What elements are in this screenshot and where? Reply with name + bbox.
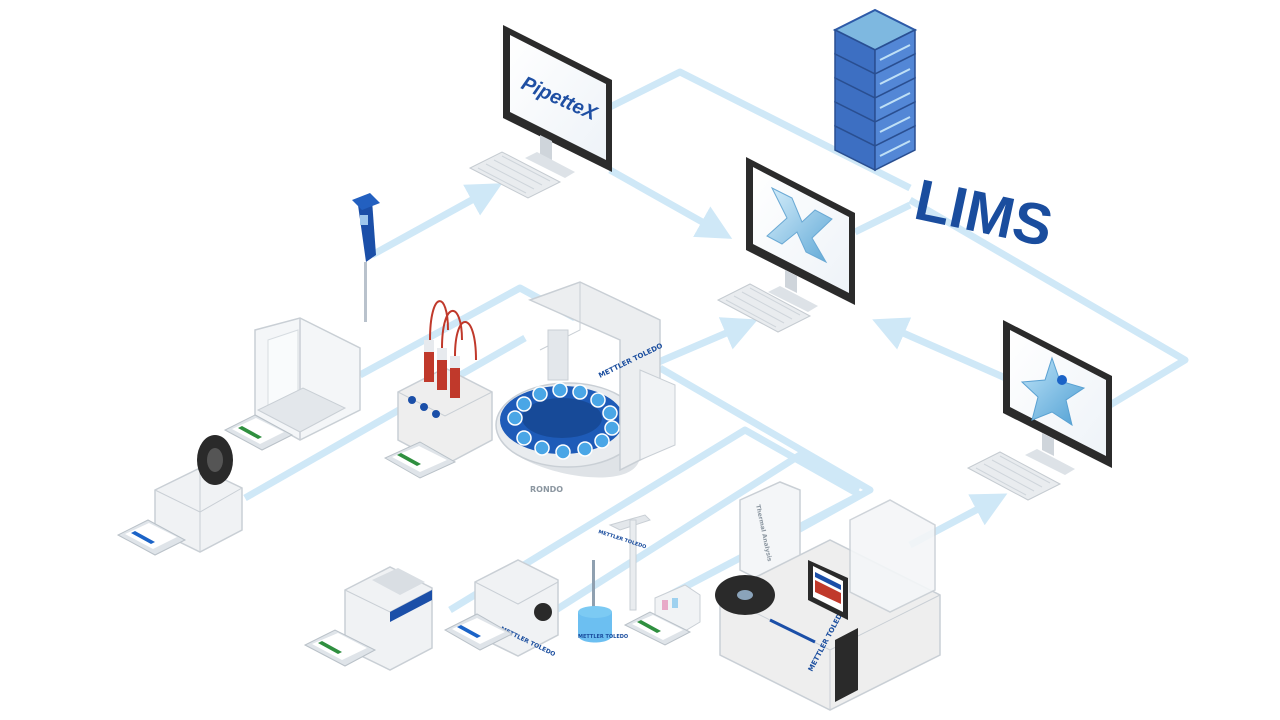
- density-meter[interactable]: [303, 566, 433, 671]
- star-keyboard: [966, 451, 1062, 501]
- network-line-lims-labx: [853, 201, 912, 236]
- titrator-tubing: [429, 300, 477, 361]
- reagent-bottles: [408, 340, 460, 418]
- sample-changer[interactable]: METTLER TOLEDO RONDO: [495, 281, 676, 494]
- rondo-badge: RONDO: [530, 485, 563, 494]
- titrator-terminal: [383, 441, 457, 479]
- pipettex-workstation[interactable]: PipetteX: [468, 25, 612, 199]
- lims-label: LIMS: [909, 167, 1058, 259]
- network-line-star-in: [872, 317, 1012, 384]
- star-workstation[interactable]: [966, 320, 1112, 501]
- network-line-lower-3: [538, 451, 862, 623]
- network-line-pipette: [370, 183, 503, 259]
- balance-terminal-2: [116, 519, 187, 556]
- balance-terminal-4: [443, 613, 514, 651]
- moisture-analyzer[interactable]: [116, 435, 243, 556]
- network-line-lims-star: [908, 196, 1189, 409]
- ph-meter[interactable]: METTLER TOLEDO METTLER TOLEDO: [578, 514, 701, 646]
- thermal-terminal: [808, 560, 848, 620]
- titrator[interactable]: [383, 300, 493, 479]
- analytical-balance[interactable]: [223, 317, 361, 451]
- lims-server[interactable]: LIMS: [832, 8, 1058, 260]
- server-stack-icon: [832, 8, 918, 172]
- pipettex-monitor: [503, 25, 612, 178]
- ph-stand-brand: METTLER TOLEDO: [597, 529, 647, 550]
- pipettex-keyboard: [468, 151, 562, 199]
- melting-point-instrument[interactable]: METTLER TOLEDO: [443, 559, 559, 658]
- labx-keyboard: [716, 283, 812, 333]
- labx-workstation[interactable]: [716, 157, 855, 333]
- ph-beaker-brand: METTLER TOLEDO: [578, 634, 628, 640]
- balance-terminal-1: [223, 414, 294, 451]
- balance-terminal-3: [303, 629, 377, 667]
- sample-beakers: [507, 382, 620, 460]
- network-line-lower-2: [448, 426, 862, 613]
- electronic-pipette[interactable]: [352, 193, 380, 322]
- ph-terminal: [623, 611, 692, 646]
- network-line-pipettex-lims: [598, 68, 912, 192]
- star-logo-icon: [1020, 356, 1086, 427]
- network-line-balance-2: [243, 334, 527, 502]
- x-logo-icon: [766, 186, 833, 264]
- network-line-pipettex-labx: [608, 166, 733, 239]
- thermal-analysis-instrument[interactable]: Thermal Analysis METTLER TOLEDO: [715, 481, 941, 711]
